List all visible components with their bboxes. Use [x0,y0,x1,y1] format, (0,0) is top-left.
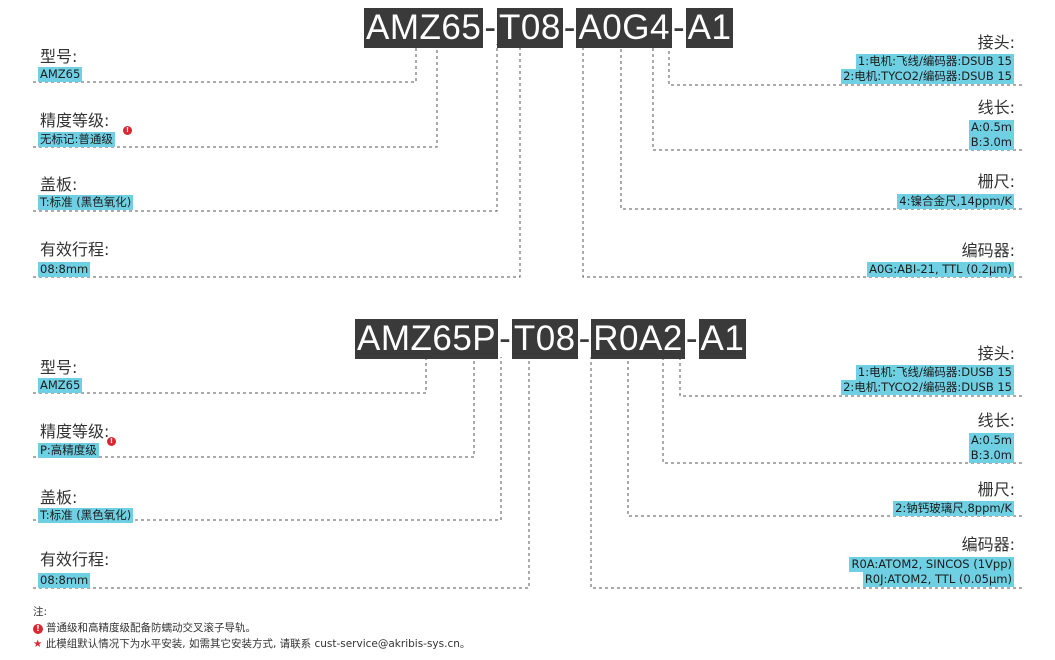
label-cable-length: 线长: [977,411,1015,430]
code-dash: - [672,8,685,47]
note-line-2: ★ 此模组默认情况下为水平安装, 如需其它安装方式, 请联系 cust-serv… [33,636,470,652]
notes-heading: 注: [33,606,48,618]
value-cable-b: B:3.0m [968,135,1014,150]
code-dash: - [685,319,698,358]
note-line-2-text: 此模组默认情况下为水平安装, 如需其它安装方式, 请联系 cust-servic… [45,638,471,650]
code-segment-encoder: A0G4 [576,8,672,48]
label-scale: 栅尺: [977,172,1015,191]
value-encoder: A0G:ABI-21, TTL (0.2μm) [867,262,1014,277]
value-model: AMZ65 [38,67,83,82]
value-connector-1: 1:电机:飞线/编码器:DUSB 15 [855,365,1014,380]
note-line-1: !普通级和高精度级配备防蠕动交叉滚子导轨。 [33,620,470,636]
label-connector: 接头: [977,33,1015,52]
value-stroke: 08:8mm [38,573,91,588]
value-accuracy-text: 无标记:普通级 [40,132,113,146]
label-stroke: 有效行程: [40,550,110,569]
label-stroke: 有效行程: [40,240,110,259]
warning-note-icon: ! [107,437,116,446]
value-cover: T:标准 (黑色氧化) [38,508,134,523]
label-encoder: 编码器: [961,535,1015,554]
code-dash: - [499,319,511,358]
note-line-1-text: 普通级和高精度级配备防蠕动交叉滚子导轨。 [46,622,256,634]
warning-note-icon: ! [123,126,132,135]
code-dash: - [484,8,496,47]
notes: 注: !普通级和高精度级配备防蠕动交叉滚子导轨。 ★ 此模组默认情况下为水平安装… [33,604,470,652]
value-accuracy-text: P:高精度级 [40,443,97,457]
label-connector: 接头: [977,344,1015,363]
value-accuracy: 无标记:普通级 [38,132,115,147]
code-segment-stroke: T08 [496,8,563,48]
value-encoder-2: R0J:ATOM2, TTL (0.05μm) [862,572,1014,587]
value-connector-1: 1:电机:飞线/编码器:DSUB 15 [855,54,1014,69]
model-code-1: AMZ65 - T08 - A0G4 - A1 [364,6,734,50]
value-cable-b: B:3.0m [968,448,1014,463]
value-connector-2: 2:电机:TYCO2/编码器:DUSB 15 [841,380,1014,395]
label-accuracy: 精度等级: [40,111,110,130]
value-cable-a: A:0.5m [968,120,1014,135]
value-connector-2: 2:电机:TYCO2/编码器:DSUB 15 [841,69,1014,84]
warning-note-icon: ! [33,624,43,634]
code-segment-connector: A1 [685,8,734,48]
label-cover: 盖板: [40,175,78,194]
model-code-2: AMZ65P - T08 - R0A2 - A1 [355,317,747,361]
value-model: AMZ65 [38,378,83,393]
code-segment-model: AMZ65 [364,8,484,48]
label-cover: 盖板: [40,488,78,507]
value-cable-a: A:0.5m [968,433,1014,448]
star-icon: ★ [33,638,43,650]
label-model: 型号: [40,358,78,377]
value-scale: 2:钠钙玻璃尺,8ppm/K [893,501,1014,516]
label-cable-length: 线长: [977,98,1015,117]
label-model: 型号: [40,47,78,66]
code-segment-stroke: T08 [511,319,578,359]
label-accuracy: 精度等级: [40,422,110,441]
label-encoder: 编码器: [961,241,1015,260]
value-stroke: 08:8mm [38,262,91,277]
value-scale: 4:镍合金尺,14ppm/K [897,194,1014,209]
code-segment-connector: A1 [698,319,747,359]
value-accuracy: P:高精度级 [38,443,99,458]
label-scale: 栅尺: [977,480,1015,499]
code-dash: - [563,8,576,47]
code-segment-encoder: R0A2 [591,319,685,359]
code-dash: - [578,319,591,358]
value-cover: T:标准 (黑色氧化) [38,195,134,210]
code-segment-model: AMZ65P [355,319,499,359]
value-encoder-1: R0A:ATOM2, SINCOS (1Vpp) [849,557,1014,572]
